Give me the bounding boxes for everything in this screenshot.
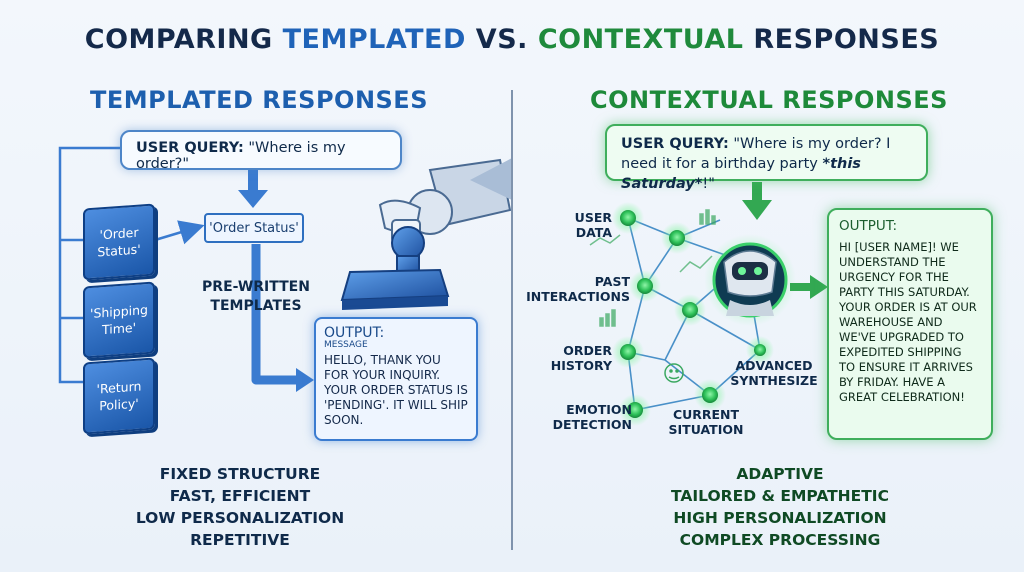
- output-label: OUTPUT:: [324, 325, 385, 341]
- node-label-current-situation: CURRENT SITUATION: [668, 407, 744, 437]
- node-label-emotion-detection: EMOTION DETECTION: [552, 402, 632, 432]
- feature-item: FIXED STRUCTURE: [159, 465, 321, 483]
- template-block-order-status: 'Order Status': [83, 203, 155, 281]
- down-arrow-icon: [238, 170, 268, 208]
- output-message: Hello, thank you for your inquiry. Your …: [324, 353, 468, 427]
- contextual-section-title: CONTEXTUAL RESPONSES: [590, 86, 948, 114]
- node-label-past-interactions: PAST INTERACTIONS: [526, 274, 630, 304]
- query-down-arrow-icon: [742, 182, 772, 220]
- contextual-user-query: USER QUERY: "Where is my order? I need i…: [605, 124, 928, 192]
- page-title: COMPARING TEMPLATED VS. CONTEXTUAL RESPO…: [84, 24, 940, 55]
- to-output-arrow: [251, 244, 298, 385]
- prewritten-templates-label: PRE-WRITTEN TEMPLATES: [202, 279, 310, 314]
- feature-item: ADAPTIVE: [736, 465, 824, 483]
- ai-robot-icon: [704, 234, 796, 326]
- node-label-advanced-synthesize: ADVANCED SYNTHESIZE: [730, 358, 818, 388]
- robot-arm-stamp-icon: [340, 158, 512, 310]
- node-label-user-data: USER DATA: [574, 210, 612, 240]
- templated-output-box: OUTPUT: MESSAGE Hello, thank you for you…: [314, 317, 478, 441]
- feature-item: FAST, EFFICIENT: [169, 487, 311, 505]
- templated-features: FIXED STRUCTURE FAST, EFFICIENT LOW PERS…: [110, 463, 370, 551]
- contextual-output-box: OUTPUT: Hi [User Name]! We understand th…: [827, 208, 993, 440]
- chart-decor-icon: [589, 209, 716, 327]
- templated-section-title: TEMPLATED RESPONSES: [90, 86, 428, 114]
- feature-item: COMPLEX PROCESSING: [679, 531, 881, 549]
- section-divider: [511, 90, 513, 550]
- templated-user-query: USER QUERY: "Where is my order?": [120, 130, 402, 172]
- emotion-face-icon: [664, 363, 684, 383]
- selected-template-box: 'Order Status': [204, 213, 304, 243]
- feature-item: TAILORED & EMPATHETIC: [671, 487, 889, 505]
- output-label: OUTPUT:: [839, 218, 898, 234]
- contextual-features: ADAPTIVE TAILORED & EMPATHETIC HIGH PERS…: [640, 463, 920, 551]
- node-label-order-history: ORDER HISTORY: [550, 343, 612, 373]
- feature-item: LOW PERSONALIZATION: [135, 509, 345, 527]
- output-sublabel: MESSAGE: [324, 340, 368, 350]
- arrow-head-icon: [296, 368, 314, 392]
- feature-item: HIGH PERSONALIZATION: [673, 509, 887, 527]
- feature-item: REPETITIVE: [190, 531, 290, 549]
- network-nodes: [612, 202, 774, 426]
- output-message: Hi [User Name]! We understand the urgenc…: [839, 240, 977, 404]
- template-block-shipping-time: 'Shipping Time': [83, 281, 155, 359]
- output-arrow-icon: [790, 275, 828, 299]
- template-block-return-policy: 'Return Policy': [83, 357, 155, 435]
